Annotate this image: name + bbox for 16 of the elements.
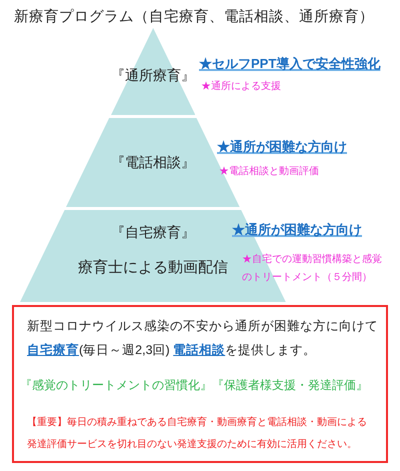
annotation-heading: ★通所が困難な方向け (217, 138, 347, 156)
annotation-note: ★電話相談と動画評価 (219, 165, 319, 179)
pyramid-section (110, 28, 196, 115)
highlight-text: 『感覚のトリートメントの習慣化』『保護者様支援・発達評価』 (20, 377, 368, 393)
notice-box (12, 305, 388, 463)
annotation-note: ★自宅での運動習慣構築と感覚のトリートメント（５分間） (242, 252, 383, 285)
tier-label: 『通所療育』 (110, 66, 195, 84)
notice-text: 新型コロナウイルス感染の不安から通所が困難な方に向けて自宅療育(毎日～週2,3回) 電話相談を提供します。 (27, 318, 379, 359)
annotation-note: ★通所による支援 (201, 80, 281, 94)
title: 新療育プログラム（自宅療育、電話相談、通所療育） (14, 8, 374, 27)
tier-label: 『電話相談』 (110, 152, 195, 172)
annotation-heading: ★通所が困難な方向け (232, 221, 362, 239)
warning-text: 【重要】毎日の積み重ねである自宅療育・動画療育と電話相談・動画による発達評価サービスを切れ目のない発達支援のために有効に活用ください。 (27, 416, 368, 452)
tier-label: 『自宅療育』 (110, 222, 195, 242)
tier-caption: 療育士による動画配信 (78, 258, 228, 278)
annotation-heading: ★セルフPPT導入で安全性強化 (199, 55, 380, 73)
